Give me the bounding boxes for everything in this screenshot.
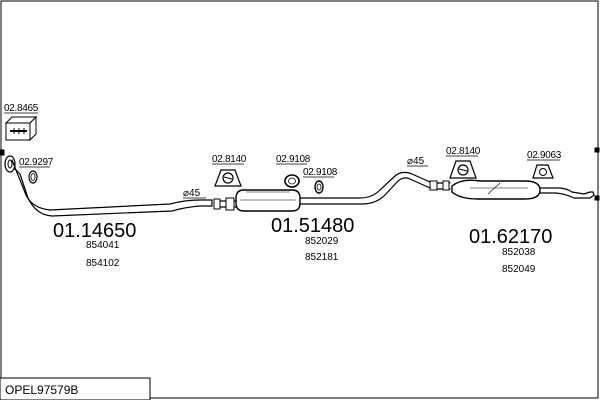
edge-marker-right-top xyxy=(594,147,600,153)
edge-marker-left xyxy=(0,149,5,156)
accessory-code: 02.9297 xyxy=(19,157,54,168)
oem-number: 852181 xyxy=(305,252,339,263)
pipe-diameter-label: ⌀45 xyxy=(407,156,425,167)
front-pipe[interactable]: ⌀45 xyxy=(4,155,213,217)
rubber-ring[interactable]: 02.9108 xyxy=(303,167,338,194)
pipe-diameter-label: ⌀45 xyxy=(183,188,201,199)
accessory-code: 02.8140 xyxy=(446,146,481,157)
accessory-code: 02.9108 xyxy=(303,167,338,178)
oem-number: 852038 xyxy=(502,247,536,258)
accessory-code: 02.9063 xyxy=(527,150,562,161)
oem-number: 854041 xyxy=(86,240,120,251)
middle-silencer[interactable]: ⌀45 xyxy=(213,156,431,212)
oem-number: 852029 xyxy=(305,236,339,247)
mounting-kit-box[interactable]: 02.8465 xyxy=(4,103,39,142)
reference-code: OPEL97579B xyxy=(5,383,78,397)
rubber-hanger[interactable]: 02.8140 xyxy=(212,154,247,187)
part-number: 01.51480 xyxy=(271,215,354,237)
oem-number: 852049 xyxy=(502,264,536,275)
accessory-code: 02.8140 xyxy=(212,154,247,165)
rear-silencer[interactable] xyxy=(429,179,595,200)
rubber-ring[interactable]: 02.9108 xyxy=(276,154,311,188)
part-number: 01.14650 xyxy=(53,220,136,242)
exhaust-hanger-bracket[interactable]: 02.9063 xyxy=(527,150,562,179)
edge-marker-right-bottom xyxy=(594,195,600,201)
accessory-code: 02.8465 xyxy=(4,103,39,114)
oem-number: 854102 xyxy=(86,258,120,269)
part-number: 01.62170 xyxy=(469,226,552,248)
gasket-ring[interactable]: 02.9297 xyxy=(19,157,54,184)
accessory-code: 02.9108 xyxy=(276,154,311,165)
rubber-hanger[interactable]: 02.8140 xyxy=(446,146,481,179)
